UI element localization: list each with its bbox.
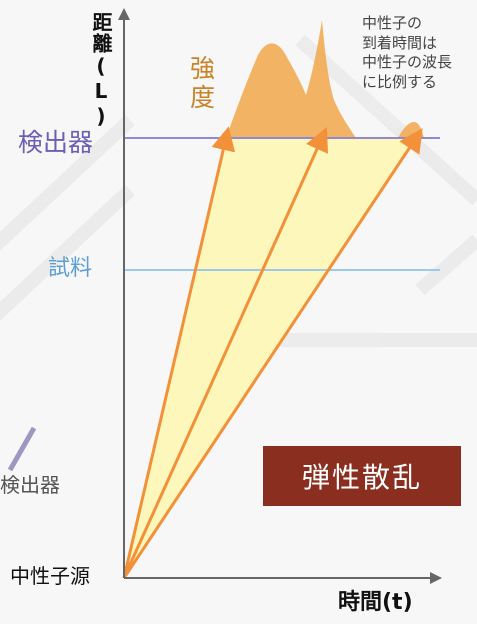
time-axis-label: 時間(t) (338, 590, 413, 615)
distance-axis-label: 距離(L) (89, 12, 113, 129)
detector-label: 検出器 (18, 128, 94, 157)
neutron-path-medium (122, 127, 329, 579)
wavelength-note: 中性子の 到着時間は 中性子の波長 に比例する (362, 14, 453, 91)
neutron-path-fast (122, 126, 235, 579)
background-detector-mark (7, 426, 37, 472)
source-label: 中性子源 (10, 564, 90, 588)
sample-label: 試料 (48, 256, 93, 281)
intensity-peak (226, 20, 356, 138)
background-texture (0, 34, 477, 347)
intensity-label: 強 度 (190, 54, 216, 112)
neutron-path-slow (122, 128, 423, 579)
elastic-scattering-badge: 弾性散乱 (263, 446, 461, 506)
background-detector-label: 検出器 (0, 473, 60, 497)
